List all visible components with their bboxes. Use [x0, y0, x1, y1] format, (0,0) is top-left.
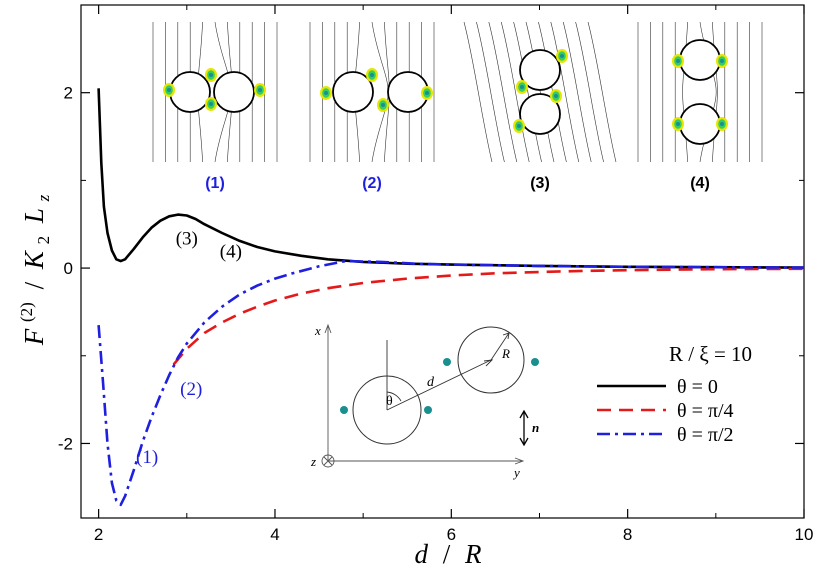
inset-z-cross	[323, 456, 333, 466]
defect-center	[209, 102, 213, 106]
inset-angle-label: θ	[386, 394, 393, 409]
x-tick-label: 2	[94, 525, 103, 544]
curve-annotations: (3) (4) (2) (1)	[136, 228, 242, 467]
inset-colloid-2	[457, 326, 525, 394]
director-line	[562, 21, 592, 163]
colloid-circle	[679, 39, 721, 81]
configuration-label: (3)	[530, 175, 550, 192]
director-line	[550, 21, 580, 163]
configuration-panel-3: (3)	[463, 21, 617, 192]
geometry-inset: x y z θ d Rn	[310, 323, 539, 480]
colloid-circle	[169, 71, 211, 113]
inset-radius-arrow	[502, 332, 510, 340]
configuration-panel-1: (1)	[152, 21, 278, 192]
director-line	[476, 21, 505, 163]
inset-y-arrow	[514, 457, 525, 465]
colloid-circle	[679, 103, 721, 145]
configuration-panels: (1) (2) (3) (4)	[152, 21, 763, 192]
annotation-label: (4)	[220, 242, 242, 263]
inset-defect-dot	[443, 358, 451, 366]
defect-center	[167, 88, 171, 92]
inset-distance-arrow	[483, 359, 494, 367]
legend-entry-2: θ = π/4	[677, 400, 734, 422]
director-line	[463, 21, 493, 163]
defect-center	[676, 122, 680, 126]
director-line	[682, 21, 688, 163]
director-line	[712, 21, 718, 163]
inset-x-label: x	[314, 323, 321, 338]
inset-radius-line	[490, 332, 510, 361]
defect-center	[324, 91, 328, 95]
y-tick-label: 0	[64, 259, 73, 278]
defect-center	[258, 88, 262, 92]
legend-entry-3: θ = π/2	[677, 424, 734, 446]
inset-z-symbol	[321, 454, 335, 468]
defect-center	[554, 94, 558, 98]
defect-center	[676, 59, 680, 63]
inset-angle-arc	[386, 391, 402, 402]
x-tick-label: 10	[795, 525, 814, 544]
annotation-label: (1)	[136, 447, 158, 468]
series-line-2	[172, 267, 805, 366]
director-line	[525, 21, 555, 163]
y-tick-label: 2	[64, 84, 73, 103]
colloid-circle	[213, 71, 255, 113]
inset-director-label: n	[532, 420, 539, 435]
colloid-circle	[332, 71, 374, 113]
defect-center	[209, 73, 213, 77]
x-tick-label: 8	[623, 525, 632, 544]
y-tick-label: -2	[58, 434, 73, 453]
director-line	[575, 21, 604, 163]
inset-y-label: y	[512, 465, 520, 480]
legend-title: R / ξ = 10	[669, 342, 752, 366]
configuration-panel-4: (4)	[637, 21, 763, 192]
defect-center	[720, 59, 724, 63]
inset-distance-label: d	[427, 375, 435, 390]
director-line	[488, 21, 518, 163]
inset-z-label: z	[310, 454, 316, 469]
legend-entry-1: θ = 0	[677, 376, 718, 398]
colloid-circle	[519, 93, 561, 135]
annotation-label: (2)	[180, 379, 202, 400]
series-line-3	[97, 259, 805, 507]
plot-frame	[80, 4, 805, 519]
defect-center	[720, 122, 724, 126]
defect-center	[560, 54, 564, 58]
inset-defect-dot	[340, 406, 348, 414]
director-line	[500, 21, 530, 163]
plot-border	[80, 4, 805, 519]
legend: R / ξ = 10 θ = 0θ = π/4θ = π/2	[597, 342, 752, 446]
axes: 2 4 6 8 10 -2 0 2	[58, 5, 814, 544]
configuration-label: (2)	[362, 175, 382, 192]
series-group	[97, 88, 805, 507]
y-axis-label: F (2) / K 2 L z	[8, 194, 55, 346]
director-line	[513, 21, 542, 163]
inset-director-arrows	[519, 409, 529, 447]
x-axis-label: d / R	[414, 539, 482, 569]
x-tick-label: 4	[270, 525, 279, 544]
annotation-label: (3)	[176, 228, 198, 249]
defect-center	[520, 85, 524, 89]
x-tick-label: 6	[447, 525, 456, 544]
configuration-label: (1)	[205, 175, 225, 192]
configuration-panel-2: (2)	[309, 21, 435, 192]
inset-distance-line	[386, 359, 492, 411]
defect-center	[370, 73, 374, 77]
defect-center	[517, 124, 521, 128]
defect-center	[425, 91, 429, 95]
inset-radius-label: R	[501, 346, 510, 361]
inset-x-arrow	[324, 323, 332, 334]
director-line	[587, 21, 617, 163]
inset-defect-dot	[424, 406, 432, 414]
defect-center	[381, 103, 385, 107]
colloid-circle	[519, 49, 561, 91]
inset-defect-dot	[531, 358, 539, 366]
configuration-label: (4)	[690, 175, 710, 192]
